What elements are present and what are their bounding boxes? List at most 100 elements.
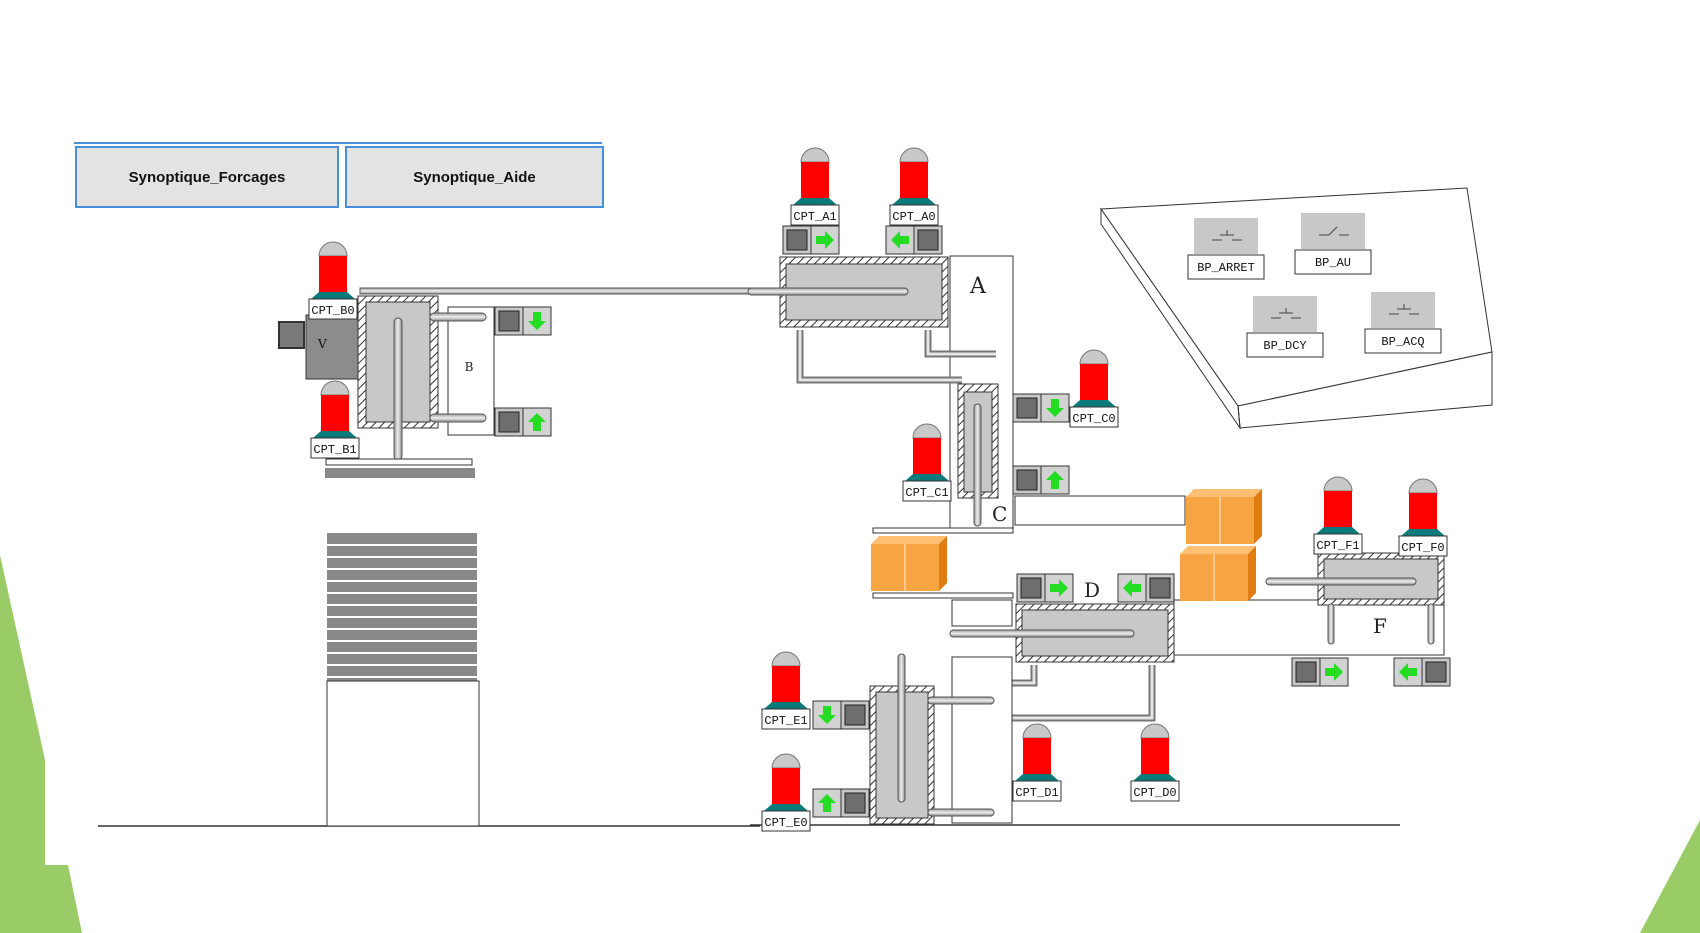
- sensor-lamp-d0: CPT_D0: [1130, 723, 1180, 802]
- arrow-left-icon[interactable]: [885, 225, 915, 255]
- zone-c-label: C: [992, 502, 1007, 526]
- pushbutton-icon: [1389, 304, 1419, 315]
- arrow-right-icon[interactable]: [1319, 657, 1349, 687]
- long-rod-a: [359, 287, 753, 295]
- conveyor-d-bar: [1173, 599, 1445, 656]
- stack-magazine: [326, 533, 480, 827]
- sensor-lamp-f1: CPT_F1: [1313, 476, 1363, 555]
- force-toggle-c-up[interactable]: [1012, 465, 1042, 495]
- cylinder-b-rod: [393, 317, 403, 461]
- sensor-label-e1: CPT_E1: [764, 714, 807, 728]
- panel-buttons: BP_ARRET BP_AU BP_DCY BP_ACQ: [1187, 213, 1442, 358]
- panel-label-acq: BP_ACQ: [1381, 335, 1424, 349]
- panel-label-dcy: BP_DCY: [1263, 339, 1306, 353]
- synoptique-forcages-button[interactable]: Synoptique_Forcages: [75, 146, 339, 208]
- arrow-button-group-a1: [782, 225, 840, 255]
- rod-b-top: [429, 312, 487, 322]
- arrow-button-group-f-left: [1393, 657, 1451, 687]
- toolbar-rule: [74, 142, 602, 144]
- arrow-button-group-a0: [885, 225, 943, 255]
- panel-button-dcy[interactable]: BP_DCY: [1246, 296, 1324, 358]
- sensor-label-c1: CPT_C1: [905, 486, 948, 500]
- sensor-label-a1: CPT_A1: [793, 210, 836, 224]
- panel-button-au[interactable]: BP_AU: [1294, 213, 1372, 275]
- arrow-buttons: [494, 225, 1451, 818]
- panel-button-arret[interactable]: BP_ARRET: [1187, 218, 1265, 280]
- zone-b-label: B: [465, 360, 474, 374]
- pipe-d-right-inner: [990, 665, 1154, 720]
- pipe-a-right-inner: [926, 330, 996, 356]
- sensor-lamp-f0: CPT_F0: [1398, 478, 1448, 557]
- force-toggle-a0[interactable]: [913, 225, 943, 255]
- arrow-down-icon[interactable]: [1040, 393, 1070, 423]
- valve-v-button[interactable]: [278, 321, 305, 349]
- sensor-lamp-c1: CPT_C1: [902, 423, 952, 502]
- arrow-button-group-b-down: [494, 306, 552, 336]
- force-toggle-a1[interactable]: [782, 225, 812, 255]
- zone-a-label: A: [969, 274, 987, 299]
- sensor-lamp-e0: CPT_E0: [761, 753, 811, 832]
- part-box-conveyor-c: [871, 536, 947, 591]
- arrow-button-group-b-up: [494, 407, 552, 437]
- sensor-label-b0: CPT_B0: [311, 304, 354, 318]
- sensor-label-b1: CPT_B1: [313, 443, 356, 457]
- shelf-c-bottom: [872, 592, 1014, 599]
- cylinder-c-rod: [973, 403, 982, 527]
- force-toggle-f-right[interactable]: [1291, 657, 1321, 687]
- sensor-lamp-a1: CPT_A1: [790, 147, 840, 226]
- sensor-lamp-d1: CPT_D1: [1012, 723, 1062, 802]
- pipe-a-left-inner: [798, 330, 962, 382]
- arrow-up-icon[interactable]: [812, 788, 842, 818]
- force-toggle-e-down[interactable]: [840, 700, 870, 730]
- sensor-lamp-b0: CPT_B0: [308, 241, 358, 320]
- pipe-d-right: [990, 665, 1156, 722]
- force-toggle-d-left[interactable]: [1145, 573, 1175, 603]
- cylinder-f-rod: [1265, 577, 1417, 586]
- arrow-button-group-e-up: [812, 788, 870, 818]
- sensor-lamp-b1: CPT_B1: [310, 380, 360, 459]
- slide-decoration-left: [0, 555, 82, 933]
- arrow-down-icon[interactable]: [522, 306, 552, 336]
- sensor-label-f1: CPT_F1: [1316, 539, 1359, 553]
- synoptique-aide-button[interactable]: Synoptique_Aide: [345, 146, 604, 208]
- sensor-lamp-a0: CPT_A0: [889, 147, 939, 226]
- arrow-button-group-d-left: [1117, 573, 1175, 603]
- arrow-up-icon[interactable]: [1040, 465, 1070, 495]
- rod-f-right-leg: [1427, 603, 1435, 645]
- force-toggle-e-up[interactable]: [840, 788, 870, 818]
- force-toggle-f-left[interactable]: [1421, 657, 1451, 687]
- sensor-label-f0: CPT_F0: [1401, 541, 1444, 555]
- slide-decoration-right: [1640, 820, 1700, 933]
- part-box-stack-top: [1186, 489, 1262, 544]
- arrow-left-icon[interactable]: [1117, 573, 1147, 603]
- pushbutton-icon: [1212, 230, 1242, 241]
- force-toggle-b-up[interactable]: [494, 407, 524, 437]
- conveyor-c-bar: [1014, 495, 1186, 526]
- sensor-label-d1: CPT_D1: [1015, 786, 1058, 800]
- arrow-right-icon[interactable]: [1044, 573, 1074, 603]
- arrow-up-icon[interactable]: [522, 407, 552, 437]
- cylinder-e-rod: [897, 653, 906, 803]
- pushbutton-icon: [1271, 308, 1301, 319]
- sensor-lamp-e1: CPT_E1: [761, 651, 811, 730]
- valve-v-body: [305, 314, 359, 380]
- force-toggle-b-down[interactable]: [494, 306, 524, 336]
- part-box-stack-bottom: [1180, 546, 1256, 601]
- arrow-down-icon[interactable]: [812, 700, 842, 730]
- panel-button-acq[interactable]: BP_ACQ: [1364, 292, 1442, 354]
- zone-d-label: D: [1084, 578, 1100, 602]
- force-toggle-d-right[interactable]: [1016, 573, 1046, 603]
- platform-b-plate: [325, 458, 473, 466]
- arrow-right-icon[interactable]: [810, 225, 840, 255]
- sensor-label-e0: CPT_E0: [764, 816, 807, 830]
- rod-e-top: [927, 696, 995, 705]
- arrow-button-group-c-up: [1012, 465, 1070, 495]
- arrow-left-icon[interactable]: [1393, 657, 1423, 687]
- cylinder-a-rod: [747, 287, 909, 296]
- force-toggle-c-down[interactable]: [1012, 393, 1042, 423]
- rod-f-left-leg: [1327, 603, 1335, 645]
- arrow-button-group-e-down: [812, 700, 870, 730]
- rod-e-bottom: [927, 808, 995, 817]
